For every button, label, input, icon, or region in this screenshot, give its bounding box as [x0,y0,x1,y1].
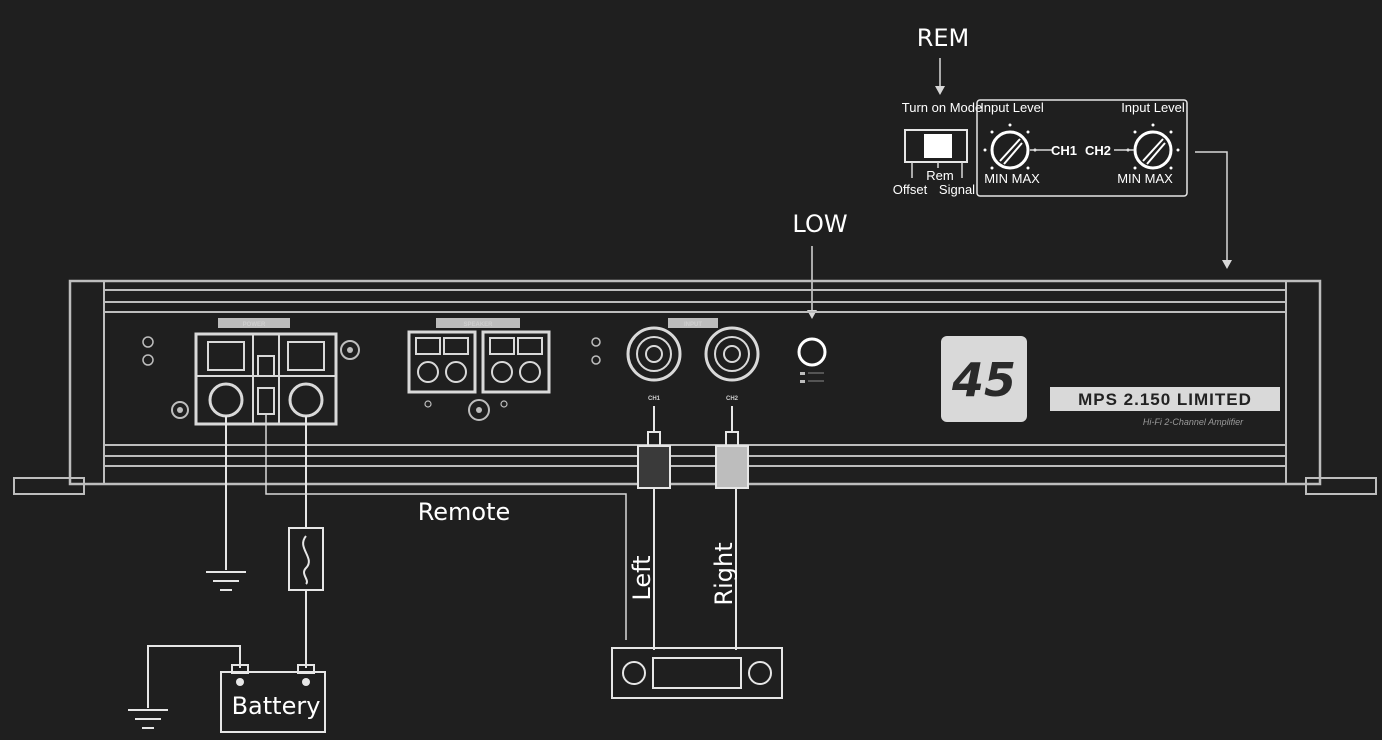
gnd-screw-slot [207,341,245,371]
knob-box-arrow-head [1222,260,1232,269]
knob-box-arrow-line [1195,151,1228,262]
low-level-switch-icon [797,337,827,367]
battery-icon [220,671,326,733]
input-ch2-label: CH2 [726,396,739,402]
bplus-terminal-icon [288,382,324,418]
rem-label: REM [917,24,970,52]
input-ch1-label: CH1 [648,396,661,402]
input-level-knob-2 [1126,123,1180,170]
gnd-terminal-icon [208,382,244,418]
brand-logo-icon [941,336,1027,422]
speaker-screw-icon [468,399,490,421]
left-label: Left [628,555,656,600]
knob-ch1-label: CH1 [1051,143,1077,158]
turn-on-mode-label: Turn on Mode [902,100,982,115]
power-led-icon [142,354,154,366]
battery-label: Battery [232,692,321,720]
mid-led-2-icon [591,355,601,365]
model-plate [1050,387,1280,411]
rem-arrow-head [935,86,945,95]
battery-ground-symbol-icon [128,709,168,729]
battery-ground-wire [147,645,241,708]
min-max-label-2: MIN MAX [1117,171,1173,186]
switch-signal-label: Signal [939,182,975,197]
low-label: LOW [792,210,847,238]
input-level-label-2: Input Level [1121,100,1185,115]
turn-on-mode-switch [904,129,968,163]
remote-wire [265,414,627,640]
input-level-label-1: Input Level [980,100,1044,115]
head-unit-icon [611,647,783,699]
model-name: MPS 2.150 LIMITED [1078,390,1252,409]
right-mounting-foot [1305,477,1377,495]
switch-rem-label: Rem [926,168,953,183]
model-subtitle: Hi-Fi 2-Channel Amplifier [1143,417,1244,427]
speaker-terminal-ch2 [481,330,551,394]
remote-label: Remote [418,498,511,526]
control-panel: REM Turn on Mode Rem Offset Signal Input… [893,24,1232,269]
speaker-terminal-ch1 [407,330,477,394]
left-screw-center [177,407,183,413]
input-level-box [976,99,1188,197]
mid-led-1-icon [591,337,601,347]
power-screw-icon [340,340,360,360]
rca-input-ch2-icon [704,326,760,382]
right-rca-plug-icon [715,445,749,489]
protect-led-icon [142,336,154,348]
right-label: Right [710,542,738,605]
rca-input-ch1-icon [626,326,682,382]
min-max-label-1: MIN MAX [984,171,1040,186]
amp-outer-frame [68,279,1322,486]
left-mounting-foot [13,477,85,495]
power-label: POWER [243,322,266,328]
input-label-bar [668,318,718,328]
input-level-knob-1 [983,123,1037,170]
switch-offset-label: Offset [893,182,928,197]
power-label-bar [218,318,290,328]
switch-knob [924,134,952,158]
wiring: Battery Remote Left Right [128,406,783,733]
knob-ch2-label: CH2 [1085,143,1111,158]
left-rca-plug-icon [637,445,671,489]
speaker-label-bar [436,318,520,328]
amplifier: POWER SPEAKER INPUT [13,279,1377,495]
speaker-label: SPEAKER [463,322,493,328]
input-label: INPUT [684,322,702,328]
power-terminal-block [194,332,338,426]
left-screw-icon [171,401,189,419]
ground-symbol-icon [206,571,246,591]
brand-logo-text: 45 [951,353,1016,407]
bplus-screw-slot [287,341,325,371]
rem-terminal-icon [257,387,275,415]
